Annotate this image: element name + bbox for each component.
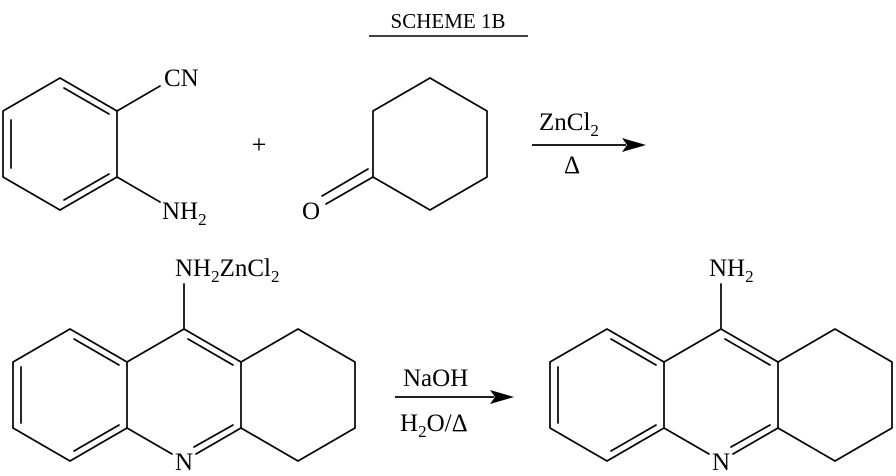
- reaction-arrow-2: NaOH H2O/Δ: [395, 365, 514, 441]
- product-nitrogen-label: N: [712, 449, 730, 476]
- bond-to-nh2: [117, 177, 160, 202]
- cyclohexane-ring: [373, 78, 487, 210]
- arrow-1-condition: Δ: [564, 152, 580, 179]
- carbonyl-bond-2: [322, 169, 368, 196]
- plus-sign: +: [252, 130, 267, 159]
- product-pyridine-ring: [664, 329, 778, 454]
- benzene-ring: [3, 78, 117, 210]
- left-benzo-ring: [13, 329, 127, 461]
- nh2zncl2-label: NH2ZnCl2: [175, 255, 280, 286]
- product-tacrine: NH2 N: [550, 255, 892, 476]
- nitrogen-label: N: [175, 449, 193, 476]
- arrow-1-reagent: ZnCl2: [539, 109, 599, 140]
- oxygen-label: O: [302, 198, 320, 225]
- arrow-2-reagent: NaOH: [403, 365, 468, 392]
- scheme-title: SCHEME 1B: [391, 9, 506, 33]
- reaction-arrow-1: ZnCl2 Δ: [532, 109, 646, 179]
- bond-to-cn: [117, 86, 160, 111]
- carbonyl-bond-1: [326, 177, 373, 204]
- arrow-2-condition: H2O/Δ: [400, 410, 468, 441]
- pyridine-ring: [127, 329, 241, 454]
- cn-label: CN: [164, 65, 199, 92]
- product-nh2-label: NH2: [709, 255, 754, 286]
- reactant-cyclohexanone: O: [302, 78, 487, 225]
- cyclohexene-ring: [241, 329, 355, 461]
- reactant-2-aminobenzonitrile: CN NH2: [3, 65, 207, 229]
- aromatic-double-bonds: [11, 88, 109, 200]
- nh2-label: NH2: [162, 198, 207, 229]
- intermediate-complex: NH2ZnCl2 N: [13, 255, 355, 476]
- product-cyclohexene-ring: [778, 329, 892, 461]
- product-left-benzo-ring: [550, 329, 664, 461]
